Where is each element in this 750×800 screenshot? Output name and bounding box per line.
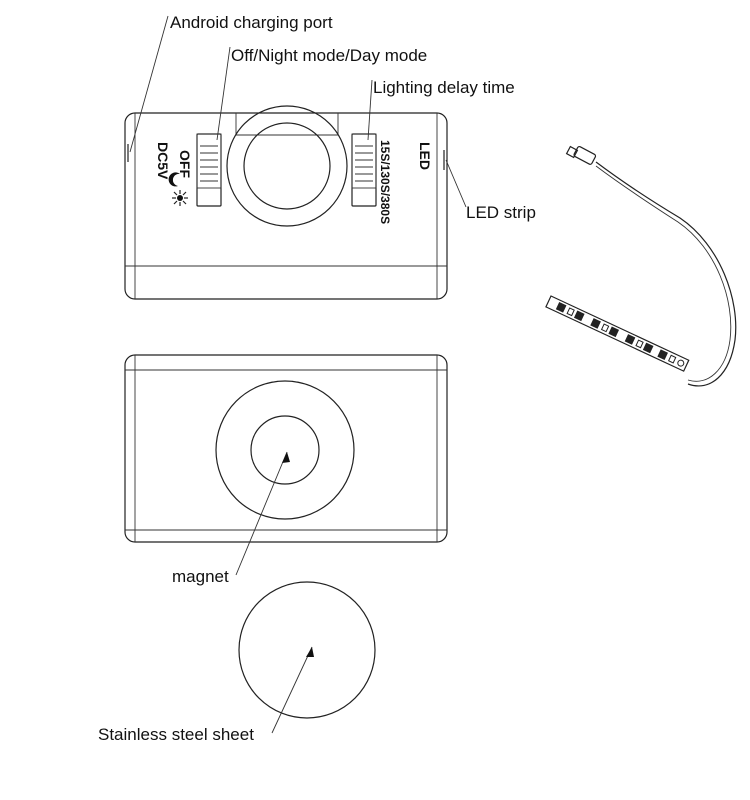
magnet xyxy=(250,415,320,485)
sensor-lens-outer xyxy=(226,105,348,227)
sun-icon xyxy=(172,190,188,206)
device-top-body xyxy=(124,112,448,300)
label-mode-switch: Off/Night mode/Day mode xyxy=(231,46,427,65)
sensor-lens-inner xyxy=(243,122,331,210)
led-strip xyxy=(545,295,690,372)
stainless-steel-sheet xyxy=(238,581,376,719)
delay-switch[interactable] xyxy=(351,133,377,207)
led-strip-illustration xyxy=(545,145,737,387)
crescent-moon-icon xyxy=(168,172,180,187)
device-bottom-view xyxy=(124,354,448,543)
label-magnet: magnet xyxy=(172,567,229,586)
device-top-view: DC5V OFF 15S/130S/380S LED xyxy=(124,105,448,300)
dc5v-marking: DC5V xyxy=(155,142,171,180)
label-charging-port: Android charging port xyxy=(170,13,333,32)
label-led-strip: LED strip xyxy=(466,203,536,222)
off-marking: OFF xyxy=(177,150,193,178)
delay-options-marking: 15S/130S/380S xyxy=(378,140,392,224)
device-bottom-body xyxy=(124,354,448,543)
label-steel-sheet: Stainless steel sheet xyxy=(98,725,254,744)
label-delay-time: Lighting delay time xyxy=(373,78,515,97)
mode-switch[interactable] xyxy=(196,133,222,207)
magnet-ring xyxy=(215,380,355,520)
connector-plug xyxy=(573,145,597,165)
led-marking: LED xyxy=(417,142,433,170)
leader-lines xyxy=(129,15,467,734)
